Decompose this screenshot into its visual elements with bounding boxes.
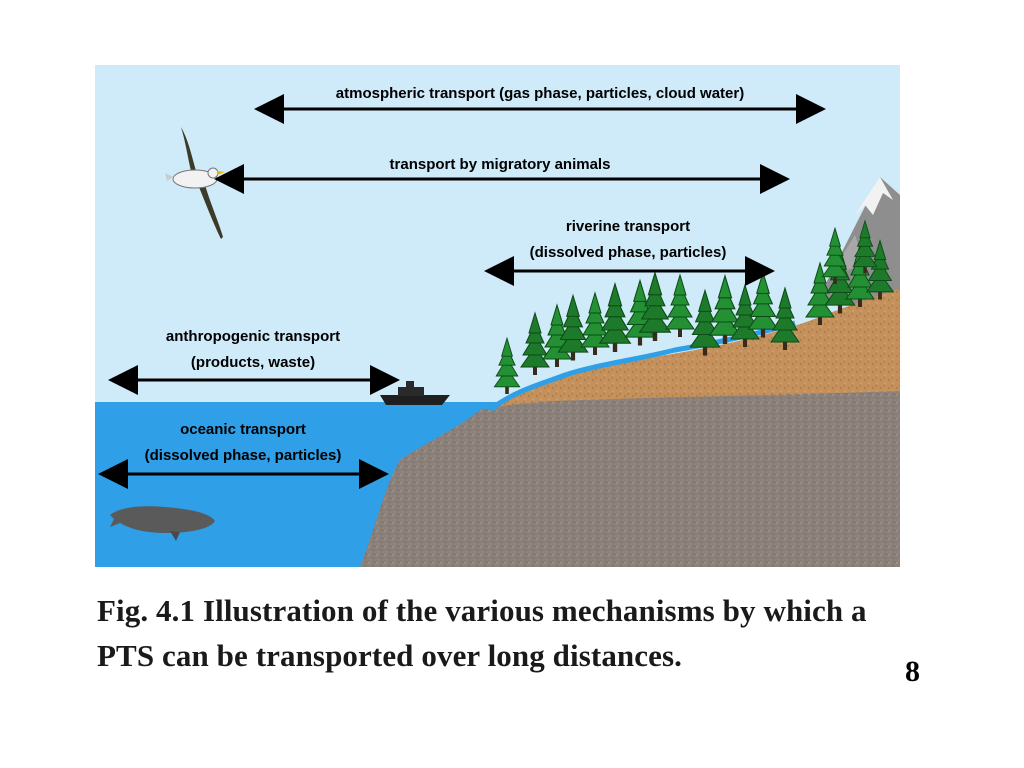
anthropogenic-transport-label-line1: anthropogenic transport — [166, 328, 340, 345]
hillside-soil — [500, 289, 900, 410]
forest — [493, 219, 895, 394]
page-number: 8 — [905, 655, 920, 688]
tree — [770, 286, 800, 350]
tree — [689, 288, 721, 356]
illustration-canvas: atmospheric transport (gas phase, partic… — [95, 65, 900, 567]
atmospheric-transport-label: atmospheric transport (gas phase, partic… — [336, 85, 744, 102]
anthropogenic-transport-label-line2: (products, waste) — [191, 354, 315, 371]
tree — [598, 281, 632, 352]
tree — [557, 293, 589, 361]
tree — [520, 311, 550, 375]
riverine-transport-label-line1: riverine transport — [566, 218, 690, 235]
oceanic-transport-label-line2: (dissolved phase, particles) — [145, 447, 342, 464]
whale — [110, 506, 215, 541]
tree — [852, 219, 878, 274]
riverine-transport-label-line2: (dissolved phase, particles) — [530, 244, 727, 261]
tree — [821, 226, 849, 284]
tree — [493, 336, 521, 394]
oceanic-transport-label-line1: oceanic transport — [180, 421, 306, 438]
tree — [665, 273, 695, 337]
tree — [805, 261, 835, 325]
tree — [542, 303, 572, 367]
boat — [380, 381, 450, 405]
caption-line-2: PTS can be transported over long distanc… — [97, 638, 682, 673]
figure-caption: Fig. 4.1 Illustration of the various mec… — [97, 588, 897, 678]
tree — [708, 273, 742, 344]
migratory-transport-label: transport by migratory animals — [390, 156, 611, 173]
caption-line-1: Fig. 4.1 Illustration of the various mec… — [97, 593, 867, 628]
transport-illustration: atmospheric transport (gas phase, partic… — [95, 65, 900, 567]
rocky-cliff — [360, 391, 900, 567]
